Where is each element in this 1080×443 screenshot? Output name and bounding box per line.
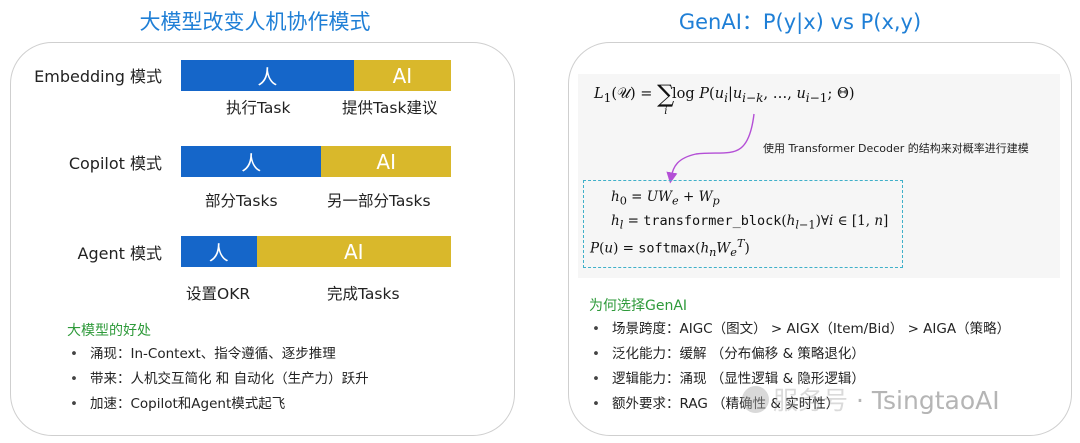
wechat-logo-icon bbox=[742, 386, 769, 413]
decoder-note: 使用 Transformer Decoder 的结构来对概率进行建模 bbox=[763, 142, 1029, 155]
human-caption-embedding: 执行Task bbox=[226, 99, 291, 117]
watermark-faint-text: 服务号 bbox=[773, 386, 849, 415]
why-genai-list: 场景跨度：AIGC（图文） > AIGX（Item/Bid） > AIGA（策略… bbox=[590, 317, 1010, 417]
mode-label-embedding: Embedding 模式 bbox=[34, 67, 162, 86]
benefits-list: 涌现：In-Context、指令遵循、逐步推理 带来：人机交互简化 和 自动化（… bbox=[68, 342, 369, 417]
decoder-formula-box: h0 = UWe + Wp hl = transformer_block(hl−… bbox=[583, 180, 903, 268]
human-segment: 人 bbox=[181, 236, 257, 267]
human-segment: 人 bbox=[181, 146, 322, 177]
curved-arrow bbox=[666, 113, 755, 184]
watermark-dot: · bbox=[855, 386, 864, 415]
why-genai-title: 为何选择GenAI bbox=[589, 298, 688, 314]
formula-pu: P(u) = softmax(hnWeT) bbox=[590, 237, 750, 260]
formula-h0: h0 = UWe + Wp bbox=[611, 189, 720, 208]
list-item: 额外要求：RAG （精确性 & 实时性） bbox=[590, 392, 1010, 417]
left-panel-title: 大模型改变人机协作模式 bbox=[139, 10, 371, 34]
ai-segment: AI bbox=[256, 236, 451, 267]
list-item: 泛化能力：缓解 （分布偏移 & 策略退化） bbox=[590, 342, 1010, 367]
benefits-title: 大模型的好处 bbox=[67, 323, 151, 339]
mode-bar-agent: 人 AI bbox=[181, 236, 451, 267]
right-panel-title: GenAI：P(y|x) vs P(x,y) bbox=[678, 10, 922, 34]
watermark-text: TsingtaoAI bbox=[871, 386, 1000, 415]
formula-hl: hl = transformer_block(hl−1)∀i ∈ [1, n] bbox=[611, 213, 889, 232]
human-caption-copilot: 部分Tasks bbox=[205, 192, 278, 210]
list-item: 加速：Copilot和Agent模式起飞 bbox=[68, 392, 369, 417]
ai-segment: AI bbox=[353, 60, 451, 91]
list-item: 场景跨度：AIGC（图文） > AIGX（Item/Bid） > AIGA（策略… bbox=[590, 317, 1010, 342]
ai-caption-embedding: 提供Task建议 bbox=[342, 99, 438, 117]
objective-formula: L1(𝒰) = ∑i log P(ui|ui−k, …, ui−1; Θ) bbox=[594, 80, 855, 117]
mode-bar-embedding: 人 AI bbox=[181, 60, 451, 91]
list-item: 涌现：In-Context、指令遵循、逐步推理 bbox=[68, 342, 369, 367]
mode-label-copilot: Copilot 模式 bbox=[68, 154, 162, 173]
mode-label-agent: Agent 模式 bbox=[77, 244, 162, 263]
ai-caption-copilot: 另一部分Tasks bbox=[327, 192, 431, 210]
human-caption-agent: 设置OKR bbox=[186, 285, 251, 303]
mode-bar-copilot: 人 AI bbox=[181, 146, 451, 177]
ai-caption-agent: 完成Tasks bbox=[327, 285, 400, 303]
list-item: 逻辑能力：涌现 （显性逻辑 & 隐形逻辑） bbox=[590, 367, 1010, 392]
formula-card: L1(𝒰) = ∑i log P(ui|ui−k, …, ui−1; Θ) 使用… bbox=[578, 74, 1060, 278]
watermark: 服务号 · TsingtaoAI bbox=[742, 381, 1000, 417]
list-item: 带来：人机交互简化 和 自动化（生产力）跃升 bbox=[68, 367, 369, 392]
human-segment: 人 bbox=[181, 60, 354, 91]
ai-segment: AI bbox=[321, 146, 451, 177]
